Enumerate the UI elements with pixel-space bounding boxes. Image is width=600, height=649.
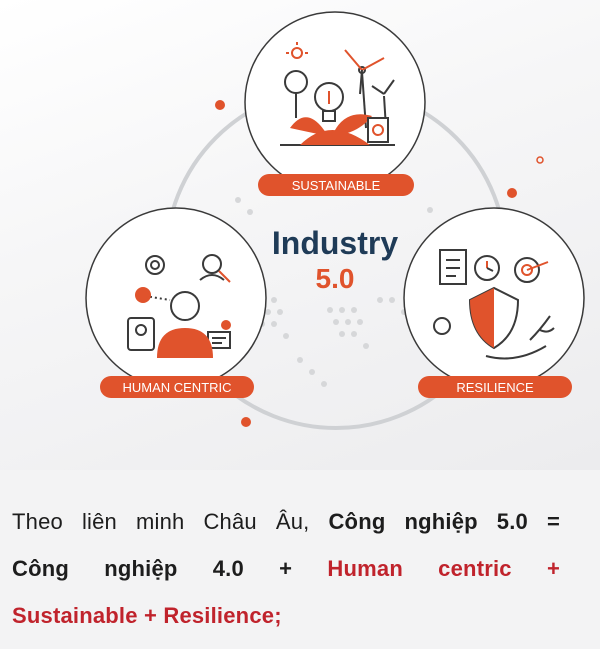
connector-dot xyxy=(536,156,544,164)
resilience-icon xyxy=(433,249,555,360)
caption-sustainable-resilience: Sustainable + Resilience; xyxy=(12,603,282,628)
industry-5-diagram: Industry 5.0 SUSTAINABLE xyxy=(85,11,585,430)
center-title: Industry xyxy=(272,225,398,261)
caption-line-1: Theo liên minh Châu Âu, Công nghiệp 5.0 … xyxy=(12,498,560,545)
caption-human-centric: Human centric + xyxy=(327,556,560,581)
pillar-human-centric: HUMAN CENTRIC xyxy=(85,207,267,398)
center-version: 5.0 xyxy=(316,263,355,294)
caption-intro: Theo liên minh Châu Âu, xyxy=(12,509,329,534)
caption-industry-4: Công nghiệp 4.0 + xyxy=(12,556,328,581)
sustainable-icon xyxy=(280,42,395,146)
pillar-label-human-centric: HUMAN CENTRIC xyxy=(122,380,231,395)
caption-equation-start: Công nghiệp 5.0 = xyxy=(328,509,560,534)
pillar-label-sustainable: SUSTAINABLE xyxy=(292,178,381,193)
caption-line-3: Sustainable + Resilience; xyxy=(12,592,560,639)
pillar-label-resilience: RESILIENCE xyxy=(456,380,534,395)
human-centric-icon xyxy=(127,254,231,351)
pillar-resilience: RESILIENCE xyxy=(403,207,585,398)
caption: Theo liên minh Châu Âu, Công nghiệp 5.0 … xyxy=(12,498,560,639)
connector-dot xyxy=(241,417,251,427)
connector-dot xyxy=(215,100,225,110)
caption-line-2: Công nghiệp 4.0 + Human centric + xyxy=(12,545,560,592)
pillar-sustainable: SUSTAINABLE xyxy=(244,11,426,196)
connector-dot xyxy=(507,188,517,198)
